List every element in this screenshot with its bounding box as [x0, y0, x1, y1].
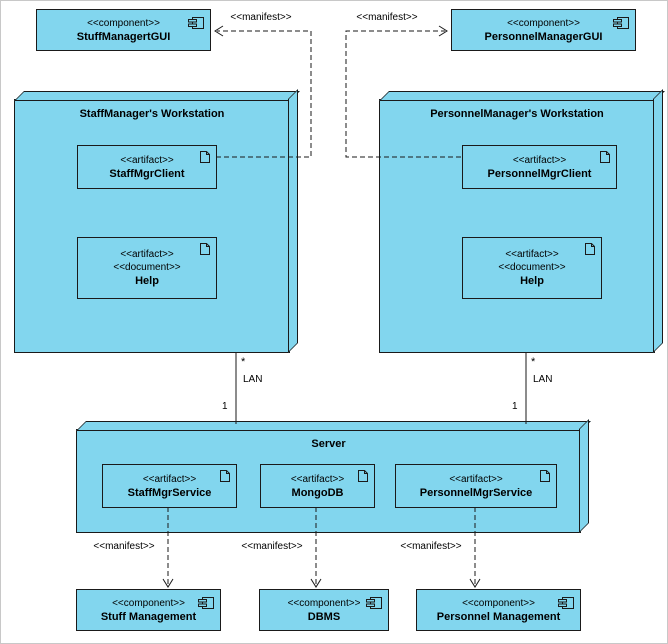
- component-stuffmanagertgui[interactable]: <<component>> StuffManagertGUI: [36, 9, 211, 51]
- document-icon: [200, 243, 210, 255]
- component-icon: [613, 17, 629, 29]
- stereotype-label: <<document>>: [113, 262, 181, 273]
- component-stuff-management[interactable]: <<component>> Stuff Management: [76, 589, 221, 631]
- stereotype-label: <<component>>: [507, 17, 580, 29]
- stereotype-label: <<component>>: [462, 597, 535, 609]
- document-icon: [540, 470, 550, 482]
- component-name: DBMS: [307, 610, 341, 623]
- lan-edge-label: LAN: [243, 374, 263, 385]
- component-icon: [188, 17, 204, 29]
- stereotype-label: <<artifact>>: [505, 249, 559, 260]
- artifact-staffmgrservice[interactable]: <<artifact>> StaffMgrService: [102, 464, 237, 508]
- component-name: Stuff Management: [100, 610, 197, 623]
- lan-edge-label: LAN: [533, 374, 553, 385]
- component-icon: [558, 597, 574, 609]
- node-title: PersonnelManager's Workstation: [430, 108, 604, 120]
- artifact-name: MongoDB: [291, 486, 344, 499]
- component-personnel-management[interactable]: <<component>> Personnel Management: [416, 589, 581, 631]
- node-title: Server: [311, 438, 346, 450]
- stereotype-label: <<artifact>>: [290, 473, 345, 485]
- stereotype-label: <<artifact>>: [512, 154, 567, 166]
- lan-multiplicity-star: *: [241, 356, 246, 368]
- stereotype-label: <<document>>: [498, 262, 566, 273]
- node-personnelmanager-workstation[interactable]: PersonnelManager's Workstation <<artifac…: [379, 99, 655, 353]
- manifest-edge-label: <<manifest>>: [356, 12, 418, 23]
- manifest-arrowhead-right: [438, 25, 448, 37]
- manifest-edge-label: <<manifest>>: [93, 541, 155, 552]
- component-personnelmanagergui[interactable]: <<component>> PersonnelManagerGUI: [451, 9, 636, 51]
- manifest-arrowhead-dbms: [310, 578, 322, 588]
- stereotype-label: <<component>>: [287, 597, 361, 609]
- document-icon: [358, 470, 368, 482]
- artifact-staffmgrclient[interactable]: <<artifact>> StaffMgrClient: [77, 145, 217, 189]
- artifact-name: StaffMgrClient: [109, 167, 185, 180]
- manifest-arrowhead-personnel: [469, 578, 481, 588]
- node-server[interactable]: Server <<artifact>> StaffMgrService <<ar…: [76, 429, 581, 533]
- manifest-arrowhead-left: [214, 25, 224, 37]
- document-icon: [200, 151, 210, 163]
- manifest-edge-label: <<manifest>>: [230, 12, 292, 23]
- artifact-personnelmgrclient[interactable]: <<artifact>> PersonnelMgrClient: [462, 145, 617, 189]
- manifest-edge-label: <<manifest>>: [241, 541, 303, 552]
- artifact-name: PersonnelMgrService: [419, 486, 533, 499]
- lan-multiplicity-star: *: [531, 356, 536, 368]
- component-name: PersonnelManagerGUI: [484, 30, 603, 43]
- stereotype-label: <<component>>: [87, 17, 160, 29]
- stereotype-label: <<artifact>>: [449, 473, 503, 485]
- node-title: StaffManager's Workstation: [79, 108, 225, 120]
- artifact-personnelmgrservice[interactable]: <<artifact>> PersonnelMgrService: [395, 464, 557, 508]
- component-icon: [198, 597, 214, 609]
- artifact-mongodb[interactable]: <<artifact>> MongoDB: [260, 464, 375, 508]
- stereotype-label: <<component>>: [112, 597, 185, 609]
- stereotype-label: <<artifact>>: [120, 249, 174, 260]
- artifact-help-staff[interactable]: <<artifact>> <<document>> Help: [77, 237, 217, 299]
- lan-multiplicity-one: 1: [512, 401, 518, 412]
- component-name: Personnel Management: [436, 610, 561, 623]
- document-icon: [220, 470, 230, 482]
- artifact-name: Help: [135, 275, 159, 287]
- component-icon: [366, 597, 382, 609]
- component-name: StuffManagertGUI: [76, 30, 171, 43]
- document-icon: [600, 151, 610, 163]
- artifact-name: Help: [520, 275, 544, 287]
- artifact-help-personnel[interactable]: <<artifact>> <<document>> Help: [462, 237, 602, 299]
- lan-multiplicity-one: 1: [222, 401, 228, 412]
- node-staffmanager-workstation[interactable]: StaffManager's Workstation <<artifact>> …: [14, 99, 290, 353]
- artifact-name: PersonnelMgrClient: [487, 167, 592, 180]
- manifest-edge-label: <<manifest>>: [400, 541, 462, 552]
- document-icon: [585, 243, 595, 255]
- stereotype-label: <<artifact>>: [142, 473, 197, 485]
- stereotype-label: <<artifact>>: [120, 154, 174, 166]
- manifest-arrowhead-stuff: [162, 578, 174, 588]
- artifact-name: StaffMgrService: [127, 486, 212, 499]
- component-dbms[interactable]: <<component>> DBMS: [259, 589, 389, 631]
